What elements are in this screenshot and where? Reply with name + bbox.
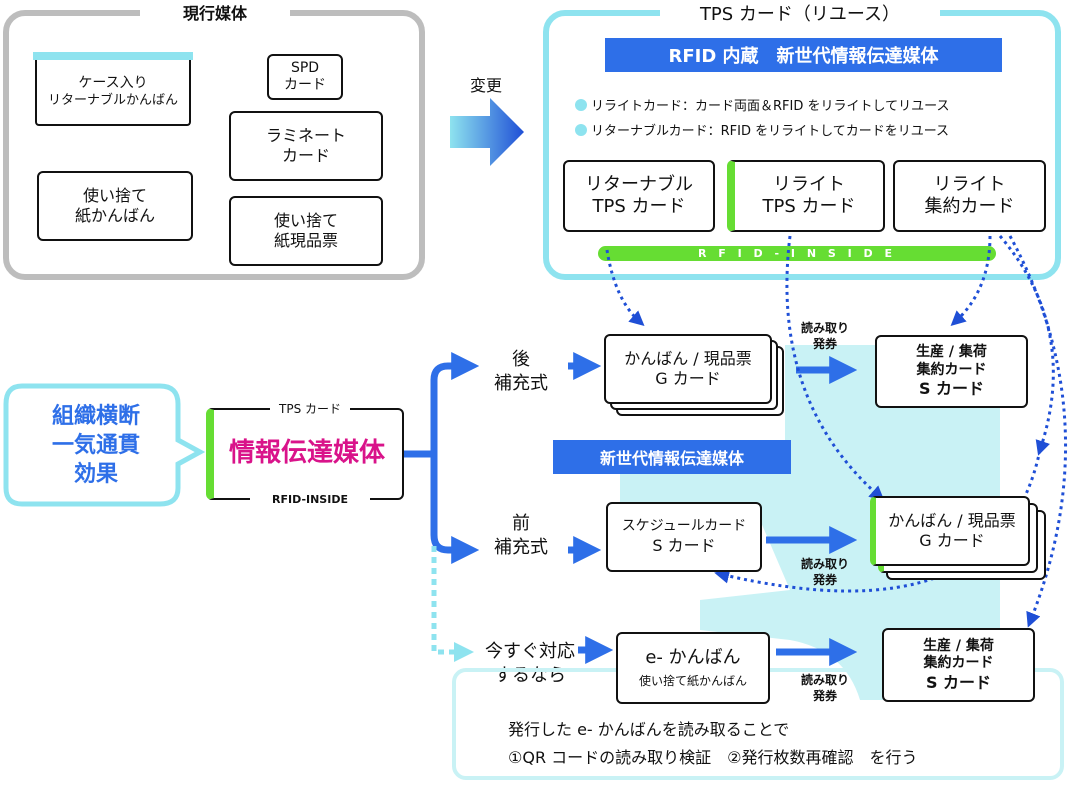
row2-right-line2: G カード	[919, 531, 985, 550]
current-media-title: 現行媒体	[140, 0, 290, 24]
spd-card-line2: カード	[284, 77, 326, 93]
effect-line2: 一気通貫	[51, 433, 140, 458]
change-arrow-icon	[450, 98, 524, 166]
row2-right-card: かんばん / 現品票 G カード	[870, 496, 1030, 566]
center-card-top: TPS カード	[270, 400, 350, 417]
case-card: ケース入り リターナブルかんばん	[35, 60, 191, 126]
tps-bullet-2-text: リターナブルカード：RFID をリライトしてカードをリユース	[591, 124, 950, 139]
bullet-dot-icon	[575, 124, 587, 136]
row2-left-line1: スケジュールカード	[621, 518, 747, 535]
row1-left-line1: かんばん / 現品票	[624, 349, 752, 368]
rewrite-tps-card: リライト TPS カード	[727, 160, 885, 232]
row1-right-card: 生産 / 集荷 集約カード S カード	[875, 335, 1028, 408]
laminate-card-line1: ラミネート	[265, 126, 346, 145]
read-issue-label-1: 読み取り 発券	[790, 320, 860, 352]
row1-right-line2: 集約カード	[916, 361, 987, 378]
branch-pre-line2: 補充式	[494, 537, 548, 558]
read-issue-3-line2: 発券	[812, 689, 837, 703]
read-issue-1-line2: 発券	[812, 337, 837, 351]
case-card-cyan-top	[33, 52, 193, 60]
tps-bullet-2: リターナブルカード：RFID をリライトしてカードをリユース	[575, 120, 949, 139]
branch-post-line2: 補充式	[494, 373, 548, 394]
row3-right-card: 生産 / 集荷 集約カード S カード	[882, 628, 1035, 702]
branch-pre-line1: 前	[512, 513, 530, 534]
row2-left-card: スケジュールカード S カード	[606, 502, 762, 572]
read-issue-label-2: 読み取り 発券	[790, 556, 860, 588]
row1-right-line3: S カード	[918, 379, 985, 398]
row3-right-line3: S カード	[925, 672, 992, 692]
row1-right-line1: 生産 / 集荷	[916, 344, 987, 360]
returnable-tps-card: リターナブル TPS カード	[563, 160, 715, 232]
branch-now-line1: 今すぐ対応	[485, 641, 575, 662]
tps-bullet-1-text: リライトカード：カード両面＆RFID をリライトしてリユース	[591, 99, 950, 114]
effect-bubble-shape	[3, 383, 206, 507]
center-card-bottom: RFID-INSIDE	[250, 493, 370, 506]
disposable-kanban-line2: 紙かんばん	[74, 206, 155, 225]
disposable-slip-line1: 使い捨て	[273, 211, 338, 230]
change-label: 変更	[469, 76, 502, 95]
rewrite-collect-line2: 集約カード	[924, 196, 1015, 217]
bottom-note-line2: ①QR コードの読み取り検証 ②発行枚数再確認 を行う	[508, 748, 918, 767]
rewrite-collect-line1: リライト	[933, 173, 1006, 195]
effect-line3: 効果	[73, 462, 118, 487]
spd-card-line1: SPD	[290, 59, 320, 76]
row1-left-card: かんばん / 現品票 G カード	[604, 334, 772, 404]
center-info-card	[206, 408, 404, 500]
read-issue-1-line1: 読み取り	[800, 321, 849, 335]
laminate-card-line2: カード	[281, 146, 330, 165]
row2-left-line2: S カード	[652, 535, 716, 555]
row3-left-sub: 使い捨て紙かんばん	[638, 673, 747, 688]
read-issue-label-3: 読み取り 発券	[790, 672, 860, 704]
effect-line1: 組織横断	[51, 404, 140, 429]
center-card-main: 情報伝達媒体	[228, 438, 385, 468]
new-gen-label: 新世代情報伝達媒体	[553, 440, 791, 474]
branch-post-line1: 後	[512, 349, 530, 370]
effect-bubble-text: 組織横断 一気通貫 効果	[16, 402, 176, 489]
row2-right-line1: かんばん / 現品票	[888, 511, 1016, 530]
branch-post-label: 後 補充式	[478, 348, 564, 396]
tps-panel-title: TPS カード（リユース）	[660, 0, 940, 26]
rfid-inside-strip: R F I D - I N S I D E	[598, 246, 996, 261]
bottom-note-line1: 発行した e- かんばんを読み取ることで	[508, 720, 790, 739]
returnable-tps-line2: TPS カード	[592, 196, 686, 217]
disposable-slip-line2: 紙現品票	[273, 231, 338, 250]
disposable-kanban-line1: 使い捨て	[82, 186, 147, 205]
row3-right-line2: 集約カード	[923, 655, 994, 671]
laminate-card: ラミネート カード	[229, 111, 383, 181]
rewrite-collect-card: リライト 集約カード	[893, 160, 1046, 232]
returnable-tps-line1: リターナブル	[585, 173, 693, 195]
row1-left-line2: G カード	[655, 369, 721, 388]
rewrite-tps-line2: TPS カード	[762, 196, 856, 217]
branch-pre-label: 前 補充式	[478, 512, 564, 560]
tps-bullet-1: リライトカード：カード両面＆RFID をリライトしてリユース	[575, 95, 949, 114]
read-issue-2-line1: 読み取り	[800, 557, 849, 571]
row3-left-card: e- かんばん 使い捨て紙かんばん	[616, 632, 770, 704]
bullet-dot-icon	[575, 99, 587, 111]
read-issue-3-line1: 読み取り	[800, 673, 849, 687]
case-card-line1: ケース入り	[78, 75, 148, 92]
case-card-line2: リターナブルかんばん	[47, 92, 178, 108]
spd-card: SPD カード	[267, 54, 343, 100]
disposable-slip-card: 使い捨て 紙現品票	[229, 196, 383, 266]
tps-banner: RFID 内蔵 新世代情報伝達媒体	[605, 38, 1002, 72]
row3-right-line1: 生産 / 集荷	[923, 637, 994, 654]
disposable-kanban-card: 使い捨て 紙かんばん	[37, 171, 193, 241]
row3-left-title: e- かんばん	[645, 647, 741, 669]
rewrite-tps-line1: リライト	[773, 173, 845, 195]
read-issue-2-line2: 発券	[812, 573, 837, 587]
